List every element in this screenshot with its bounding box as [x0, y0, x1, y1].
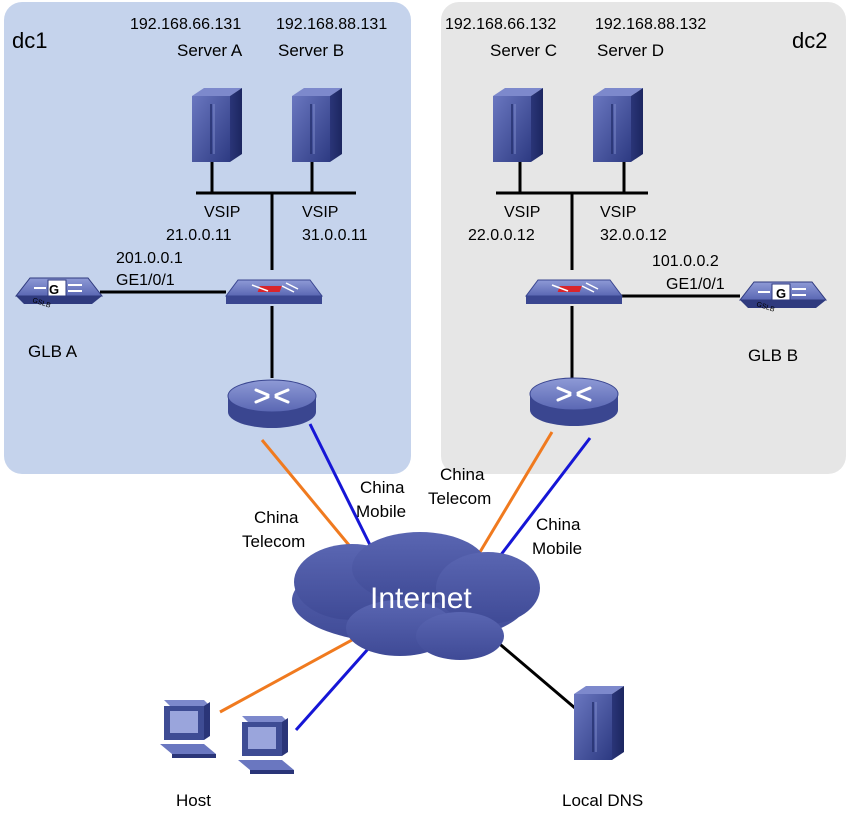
- local-dns-label: Local DNS: [562, 791, 643, 810]
- firewall-dc2-icon: [525, 279, 623, 305]
- server-c-icon: [492, 87, 544, 163]
- dc1-telecom-line2: Telecom: [242, 532, 305, 551]
- vsip-b-ip: 31.0.0.11: [302, 227, 368, 244]
- glb-b-glyph: G: [776, 286, 786, 301]
- dc2-mobile-link: [498, 437, 592, 557]
- vsip-c-label: VSIP: [504, 204, 540, 221]
- router-dc2-icon: [528, 376, 620, 428]
- dc1-mobile-line1: China: [360, 478, 405, 497]
- dc2-mobile-line1: China: [536, 515, 581, 534]
- server-d-ip: 192.168.88.132: [595, 16, 706, 33]
- local-dns-icon: [573, 685, 625, 761]
- server-a-icon: [191, 87, 243, 163]
- dc2-telecom-link: [478, 431, 554, 553]
- server-c-ip: 192.168.66.132: [445, 16, 556, 33]
- glb-a-name: GLB A: [28, 342, 78, 361]
- glb-a-glyph: G: [49, 282, 59, 297]
- server-d-name: Server D: [597, 41, 664, 60]
- zone-dc2-label: dc2: [792, 28, 827, 53]
- host-telecom-link: [219, 626, 375, 714]
- host-label: Host: [176, 791, 211, 810]
- glb-b-port: GE1/0/1: [666, 276, 725, 293]
- server-b-icon: [291, 87, 343, 163]
- server-d-icon: [592, 87, 644, 163]
- server-b-ip: 192.168.88.131: [276, 16, 387, 33]
- host-mobile-link: [294, 639, 378, 731]
- dc1-mobile-line2: Mobile: [356, 502, 406, 521]
- vsip-a-ip: 21.0.0.11: [166, 227, 232, 244]
- server-a-name: Server A: [177, 41, 243, 60]
- server-c-name: Server C: [490, 41, 557, 60]
- glb-b-ip: 101.0.0.2: [652, 253, 719, 270]
- server-b-name: Server B: [278, 41, 344, 60]
- glb-a-ip: 201.0.0.1: [116, 250, 183, 267]
- host-pc-1-icon: [160, 700, 216, 758]
- isp-links: [219, 423, 592, 731]
- server-a-ip: 192.168.66.131: [130, 16, 241, 33]
- vsip-c-ip: 22.0.0.12: [468, 227, 535, 244]
- vsip-b-label: VSIP: [302, 204, 338, 221]
- server-links: [100, 162, 740, 378]
- dns-link: [494, 638, 583, 716]
- dc2-telecom-line1: China: [440, 465, 485, 484]
- dc1-telecom-link: [260, 439, 360, 557]
- zone-dc1-label: dc1: [12, 28, 47, 53]
- glb-b-name: GLB B: [748, 346, 798, 365]
- dc2-telecom-line2: Telecom: [428, 489, 491, 508]
- dc2-mobile-line2: Mobile: [532, 539, 582, 558]
- firewall-dc1-icon: [225, 279, 323, 305]
- internet-label: Internet: [370, 582, 472, 615]
- dc1-mobile-link: [308, 423, 376, 554]
- glb-a-port: GE1/0/1: [116, 272, 175, 289]
- router-dc1-icon: [226, 378, 318, 430]
- internet-cloud: [292, 532, 540, 660]
- vsip-d-label: VSIP: [600, 204, 636, 221]
- vsip-a-label: VSIP: [204, 204, 240, 221]
- host-pc-2-icon: [238, 716, 294, 774]
- dc1-telecom-line1: China: [254, 508, 299, 527]
- vsip-d-ip: 32.0.0.12: [600, 227, 667, 244]
